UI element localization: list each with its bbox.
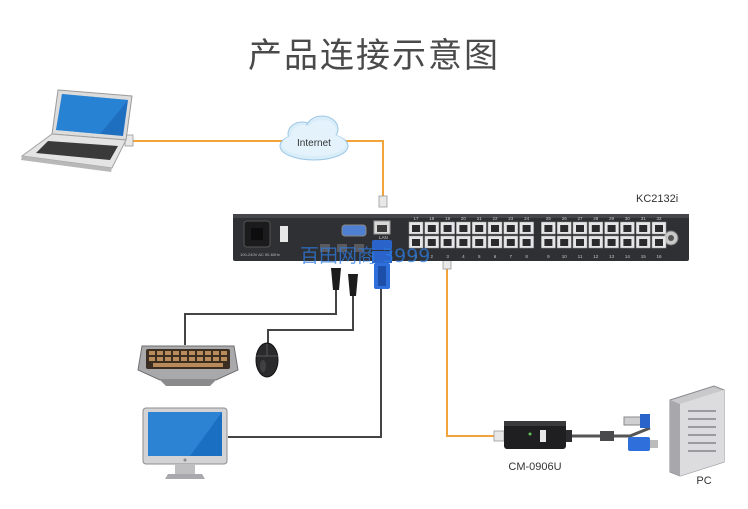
- port-number-label: 31: [641, 216, 647, 221]
- adapter-model-label: CM-0906U: [508, 461, 561, 473]
- rj45-plug: [124, 134, 505, 442]
- port-number-label: 24: [524, 216, 530, 221]
- rj45-port-hole: [459, 239, 468, 246]
- cloud-icon: [279, 115, 349, 161]
- rj45-port-hole: [491, 225, 499, 232]
- rj45-port-hole: [506, 239, 515, 246]
- rj45-port-hole: [475, 239, 484, 246]
- port-number-label: 11: [578, 254, 583, 259]
- rj45-port-hole: [506, 225, 515, 232]
- adapter-connector-icon: [600, 414, 658, 451]
- rj45-port-hole: [412, 225, 420, 232]
- port-number-label: 3: [446, 254, 449, 259]
- port-numbers-top: 17 18 19 20 21 22 23 24 25 26 27 28 29 30 31 32: [413, 216, 662, 221]
- port-number-label: 26: [562, 216, 568, 221]
- port-number-label: 7: [510, 254, 513, 259]
- kvm-port-grid: [408, 221, 667, 249]
- monitor-icon: [142, 407, 228, 479]
- rj45-port-hole: [607, 239, 616, 246]
- laptop-icon: [20, 89, 133, 172]
- rj45-port-hole: [427, 239, 436, 246]
- ps2-plug-icon: [331, 268, 358, 296]
- internet-lan-cable: [338, 140, 384, 205]
- port-number-label: 22: [492, 216, 498, 221]
- port-number-label: 13: [609, 254, 615, 259]
- port-number-label: 28: [593, 216, 599, 221]
- port-number-label: 27: [577, 216, 583, 221]
- port-number-label: 16: [656, 254, 662, 259]
- port-number-label: 4: [462, 254, 465, 259]
- rj45-port-hole: [639, 239, 648, 246]
- monitor-cable: [228, 288, 382, 438]
- internet-label: Internet: [297, 138, 331, 149]
- port-number-label: 6: [494, 254, 497, 259]
- rj45-port-hole: [544, 225, 553, 232]
- rj45-port-hole: [443, 225, 452, 232]
- power-spec-label: 100-240V AC 50-60Hz: [240, 252, 280, 257]
- pc-tower-icon: [669, 385, 725, 477]
- rj45-port-hole: [475, 225, 484, 232]
- rj45-port-hole: [655, 239, 663, 246]
- port-number-label: 1: [415, 254, 418, 259]
- watermark-text: 百田网商 3999: [300, 245, 430, 267]
- port-number-label: 2: [431, 254, 434, 259]
- rj45-port-hole: [522, 239, 531, 246]
- rj45-port-hole: [576, 225, 584, 232]
- keyboard-icon: [137, 345, 239, 386]
- port-number-label: 15: [641, 254, 647, 259]
- diagram-title: 产品连接示意图: [248, 36, 500, 76]
- port-number-label: 30: [625, 216, 631, 221]
- rj45-port-hole: [412, 239, 420, 246]
- mouse-cable: [267, 296, 354, 345]
- rj45-port-hole: [655, 225, 663, 232]
- rj45-port-hole: [639, 225, 648, 232]
- rj45-port-hole: [491, 239, 499, 246]
- rj45-port-hole: [459, 225, 468, 232]
- adapter-pc-cable: [570, 426, 651, 438]
- rj45-port-hole: [576, 239, 584, 246]
- port-adapter-cable: [446, 262, 500, 437]
- port-number-label: 20: [461, 216, 467, 221]
- port-number-label: 5: [478, 254, 481, 259]
- adapter-icon: [504, 421, 572, 449]
- rj45-port-hole: [623, 225, 632, 232]
- rj45-port-hole: [427, 225, 436, 232]
- rj45-port-hole: [544, 239, 553, 246]
- port-number-label: 9: [547, 254, 550, 259]
- port-number-label: 23: [508, 216, 514, 221]
- mouse-icon: [255, 342, 279, 378]
- rj45-port-hole: [591, 239, 600, 246]
- port-number-label: 18: [429, 216, 435, 221]
- rj45-port-hole: [443, 239, 452, 246]
- port-number-label: 29: [609, 216, 615, 221]
- rj45-port-hole: [607, 225, 616, 232]
- port-number-label: 32: [656, 216, 662, 221]
- port-number-label: 21: [477, 216, 483, 221]
- pc-label: PC: [696, 475, 711, 487]
- rj45-port-hole: [560, 225, 569, 232]
- port-number-label: 19: [445, 216, 451, 221]
- rj45-port-hole: [560, 239, 569, 246]
- lan-label: LAN: [379, 235, 388, 240]
- port-number-label: 10: [562, 254, 568, 259]
- keyboard-cable: [184, 290, 337, 345]
- port-number-label: 8: [525, 254, 528, 259]
- rj45-port-hole: [623, 239, 632, 246]
- switch-model-label: KC2132i: [636, 193, 678, 205]
- port-number-label: 14: [625, 254, 631, 259]
- port-number-label: 25: [546, 216, 552, 221]
- rj45-port-hole: [591, 225, 600, 232]
- vga-plug-icon: [372, 251, 392, 289]
- rj45-port-hole: [522, 225, 531, 232]
- port-number-label: 12: [593, 254, 599, 259]
- port-number-label: 17: [413, 216, 419, 221]
